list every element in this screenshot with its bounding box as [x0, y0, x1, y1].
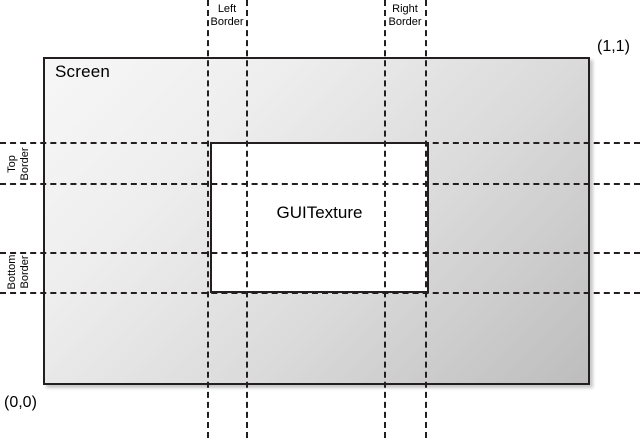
bottom-border-label: Bottom Border	[6, 246, 32, 298]
guitexture-label: GUITexture	[276, 203, 363, 222]
guide-line-bottom-border-lower	[0, 292, 640, 294]
left-border-label: Left Border	[192, 3, 262, 29]
screen-label: Screen	[55, 62, 111, 81]
coordinate-extent-label: (1,1)	[597, 38, 630, 55]
bottom-border-label-line1: Bottom	[6, 254, 18, 290]
right-border-label-line1: Right	[392, 3, 418, 15]
coordinate-origin-label: (0,0)	[4, 394, 37, 411]
guide-line-left-border-outer	[246, 0, 248, 438]
top-border-label-line2: Border	[19, 147, 31, 181]
top-border-label-line1: Top	[6, 155, 18, 173]
right-border-label: Right Border	[370, 3, 440, 29]
guide-line-right-border-outer	[384, 0, 386, 438]
right-border-label-line2: Border	[388, 16, 422, 28]
guide-line-bottom-border-upper	[0, 252, 640, 254]
guide-line-left-border-inner	[207, 0, 209, 438]
guide-line-right-border-inner	[425, 0, 427, 438]
left-border-label-line2: Border	[210, 16, 244, 28]
bottom-border-label-line2: Border	[19, 255, 31, 289]
top-border-label: Top Border	[6, 140, 32, 188]
guide-line-top-border-upper	[0, 142, 640, 144]
guide-line-top-border-lower	[0, 183, 640, 185]
left-border-label-line1: Left	[217, 3, 237, 15]
